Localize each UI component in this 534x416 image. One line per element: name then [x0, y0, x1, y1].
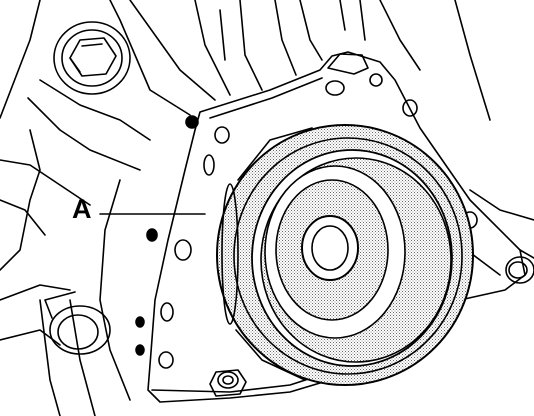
crankshaft-seal: [216, 124, 474, 386]
callout-label-a: A: [72, 194, 92, 224]
flange-holes: [135, 73, 478, 369]
flange-top-tab: [327, 53, 369, 75]
hex-bolt-upper: [53, 21, 131, 95]
bolt-right: [505, 256, 534, 284]
bottom-fitting: [209, 369, 247, 397]
lower-boss: [44, 291, 111, 355]
